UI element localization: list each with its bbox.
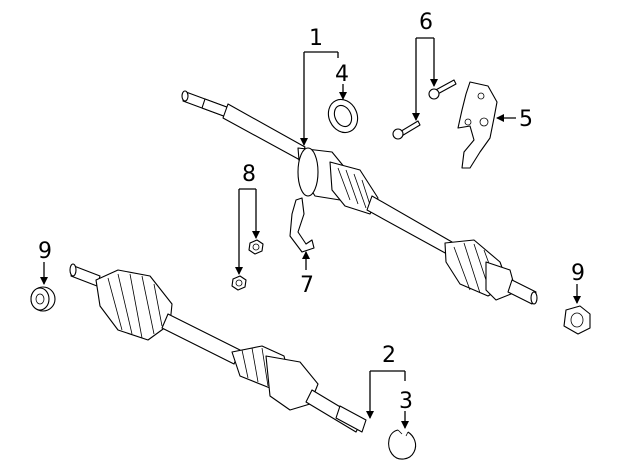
nut-right-9: [563, 305, 591, 335]
bearing-ring: [327, 98, 359, 134]
leader-lines: [40, 37, 581, 429]
snap-ring: [388, 429, 417, 460]
nut-set-8: [231, 239, 264, 291]
callout-9-right: 9: [571, 261, 585, 286]
callout-9-left: 9: [38, 239, 52, 264]
clamp-strap: [289, 197, 315, 253]
upper-axle-shaft: [181, 90, 538, 305]
callout-5: 5: [519, 107, 533, 132]
callout-2: 2: [382, 343, 396, 368]
callout-6: 6: [419, 10, 433, 35]
nut-left-9: [30, 286, 56, 312]
callout-3: 3: [399, 389, 413, 414]
callout-4: 4: [335, 62, 349, 87]
callout-1: 1: [309, 26, 323, 51]
support-bracket: [457, 81, 498, 169]
lower-axle-shaft: [69, 263, 367, 433]
callout-8: 8: [242, 162, 256, 187]
callout-7: 7: [300, 273, 314, 298]
bolt-set-6: [392, 79, 457, 140]
